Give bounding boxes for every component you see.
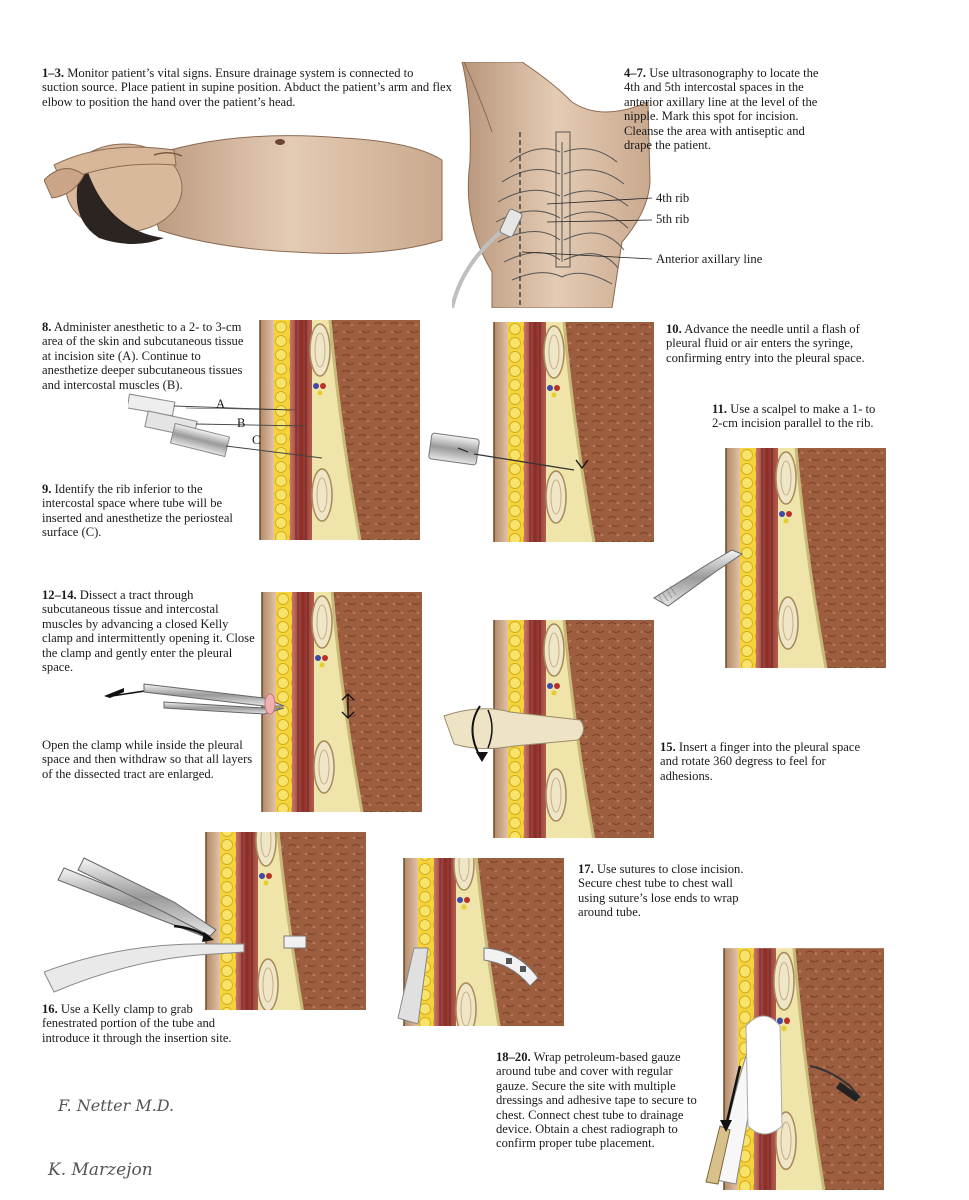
step-number: 12–14. bbox=[42, 588, 77, 602]
signature-netter: F. Netter M.D. bbox=[58, 1096, 175, 1115]
label-B: B bbox=[237, 416, 246, 430]
step-4-7-caption: 4–7. Use ultrasonography to locate the 4… bbox=[624, 66, 824, 152]
anesthetic-injection-illustration bbox=[128, 318, 422, 542]
step-12-14b-caption: Open the clamp while inside the pleural … bbox=[42, 738, 260, 781]
step-16-caption: 16. Use a Kelly clamp to grab fenestrate… bbox=[42, 1002, 242, 1045]
needle-pleural-entry-illustration bbox=[428, 320, 654, 544]
step-11-caption: 11. Use a scalpel to make a 1- to 2-cm i… bbox=[712, 402, 882, 431]
step-text: Use a scalpel to make a 1- to 2-cm incis… bbox=[712, 402, 876, 431]
step-text: Wrap petroleum-based gauze around tube a… bbox=[496, 1050, 697, 1151]
chest-ribcage-ultrasound-illustration bbox=[452, 62, 652, 308]
step-12-14-caption: 12–14. Dissect a tract through subcutane… bbox=[42, 588, 260, 674]
step-text: Identify the rib inferior to the interco… bbox=[42, 482, 233, 540]
step-number: 4–7. bbox=[624, 66, 647, 80]
dressing-drainage-illustration bbox=[705, 946, 886, 1190]
step-8-caption: 8. Administer anesthetic to a 2- to 3-cm… bbox=[42, 320, 254, 392]
step-10-caption: 10. Advance the needle until a flash of … bbox=[666, 322, 892, 365]
step-number: 17. bbox=[578, 862, 594, 876]
step-number: 1–3. bbox=[42, 66, 65, 80]
step-9-caption: 9. Identify the rib inferior to the inte… bbox=[42, 482, 254, 540]
finger-sweep-illustration bbox=[443, 620, 654, 838]
step-text: Use sutures to close incision. Secure ch… bbox=[578, 862, 744, 920]
step-text: Monitor patient’s vital signs. Ensure dr… bbox=[42, 66, 452, 109]
step-18-20-caption: 18–20. Wrap petroleum-based gauze around… bbox=[496, 1050, 708, 1151]
label-C: C bbox=[252, 433, 261, 447]
step-17-caption: 17. Use sutures to close incision. Secur… bbox=[578, 862, 744, 920]
step-15-caption: 15. Insert a finger into the pleural spa… bbox=[660, 740, 870, 783]
step-number: 16. bbox=[42, 1002, 58, 1016]
label-anterior-axillary-line: Anterior axillary line bbox=[656, 252, 763, 266]
step-1-3-caption: 1–3. Monitor patient’s vital signs. Ensu… bbox=[42, 66, 452, 109]
step-text: Open the clamp while inside the pleural … bbox=[42, 738, 253, 781]
step-text: Use ultrasonography to locate the 4th an… bbox=[624, 66, 819, 153]
label-4th-rib: 4th rib bbox=[656, 191, 690, 205]
step-text: Dissect a tract through subcutaneous tis… bbox=[42, 588, 255, 675]
step-number: 9. bbox=[42, 482, 52, 496]
step-number: 11. bbox=[712, 402, 728, 416]
label-5th-rib: 5th rib bbox=[656, 212, 690, 226]
step-text: Administer anesthetic to a 2- to 3-cm ar… bbox=[42, 320, 244, 392]
step-number: 18–20. bbox=[496, 1050, 531, 1064]
step-text: Insert a finger into the pleural space a… bbox=[660, 740, 861, 783]
suture-securing-illustration bbox=[397, 858, 564, 1026]
signature-marzejon: K. Marzejon bbox=[48, 1160, 153, 1180]
label-A: A bbox=[216, 397, 226, 411]
tube-introduction-illustration bbox=[44, 832, 368, 1010]
step-text: Advance the needle until a flash of pleu… bbox=[666, 322, 865, 365]
step-number: 15. bbox=[660, 740, 676, 754]
step-number: 10. bbox=[666, 322, 682, 336]
kelly-clamp-dissection-illustration bbox=[104, 592, 424, 812]
scalpel-incision-illustration bbox=[653, 446, 888, 668]
supine-patient-illustration bbox=[44, 135, 443, 254]
step-text: Use a Kelly clamp to grab fenestrated po… bbox=[42, 1002, 232, 1045]
step-number: 8. bbox=[42, 320, 52, 334]
